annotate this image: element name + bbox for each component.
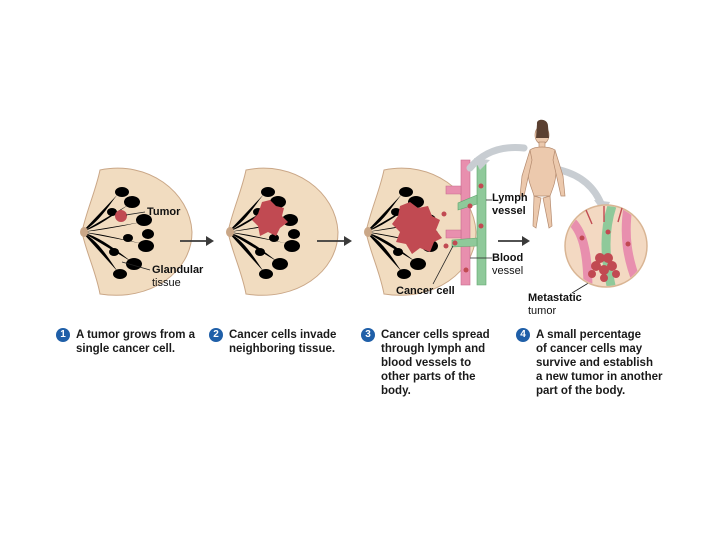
arrow-2-to-3 bbox=[317, 236, 352, 246]
label-cancer-cell: Cancer cell bbox=[396, 285, 455, 297]
step-2-line: neighboring tissue. bbox=[229, 343, 336, 355]
step-1-text: A tumor grows from a single cancer cell. bbox=[76, 328, 226, 356]
leader-cancer-cell bbox=[432, 245, 454, 285]
step-3-line: body. bbox=[381, 385, 411, 397]
tumor-spreading bbox=[392, 202, 449, 254]
step-4-badge: 4 bbox=[516, 328, 530, 342]
step-3-line: other parts of the bbox=[381, 371, 476, 383]
step-2-line: Cancer cells invade bbox=[229, 329, 337, 341]
step-2-badge: 2 bbox=[209, 328, 223, 342]
step-1-badge: 1 bbox=[56, 328, 70, 342]
breast-1 bbox=[80, 167, 193, 296]
step-3-line: through lymph and bbox=[381, 343, 486, 355]
step-3-line: blood vessels to bbox=[381, 357, 472, 369]
step-1-line: A tumor grows from a bbox=[76, 329, 196, 341]
label-glandular-tissue: Glandular tissue bbox=[152, 264, 203, 290]
step-3-text: Cancer cells spread through lymph and bl… bbox=[381, 328, 531, 398]
arrow-1-to-2 bbox=[180, 236, 214, 246]
curved-arrow-to-body bbox=[466, 144, 528, 172]
label-blood-line1: Blood bbox=[492, 252, 524, 264]
label-metastatic-line2: tumor bbox=[528, 305, 557, 317]
label-metastatic-tumor: Metastatic tumor bbox=[528, 292, 582, 318]
metastasis-magnified bbox=[564, 204, 648, 288]
step-3-line: Cancer cells spread bbox=[381, 329, 490, 341]
tumor-small bbox=[115, 210, 127, 222]
breast-2 bbox=[226, 167, 339, 296]
leader-glandular bbox=[121, 261, 151, 271]
lymph-vessel bbox=[451, 159, 487, 286]
label-lymph-line1: Lymph bbox=[492, 192, 528, 204]
label-lymph-line2: vessel bbox=[492, 205, 526, 217]
breast-3 bbox=[364, 167, 477, 296]
step-4-line: part of the body. bbox=[536, 385, 626, 397]
arrow-3-to-4 bbox=[498, 236, 530, 246]
step-4-line: survive and establish bbox=[536, 357, 653, 369]
label-glandular-line2: tissue bbox=[152, 277, 181, 289]
step-4-line: a new tumor in another bbox=[536, 371, 663, 383]
step-4-line: of cancer cells may bbox=[536, 343, 643, 355]
label-tumor: Tumor bbox=[147, 206, 181, 218]
step-4-line: A small percentage bbox=[536, 329, 642, 341]
label-blood-vessel: Blood vessel bbox=[492, 252, 523, 278]
tumor-invading bbox=[252, 200, 288, 236]
blood-vessel bbox=[445, 159, 471, 286]
label-glandular-line1: Glandular bbox=[152, 264, 204, 276]
human-figure bbox=[519, 119, 566, 229]
label-metastatic-line1: Metastatic bbox=[528, 292, 582, 304]
label-blood-line2: vessel bbox=[492, 265, 524, 277]
step-2-text: Cancer cells invade neighboring tissue. bbox=[229, 328, 379, 356]
metastatic-tumor-mass bbox=[588, 253, 620, 282]
step-1-line: single cancer cell. bbox=[76, 343, 176, 355]
step-3-badge: 3 bbox=[361, 328, 375, 342]
label-lymph-vessel: Lymph vessel bbox=[492, 192, 528, 218]
step-4-text: A small percentage of cancer cells may s… bbox=[536, 328, 686, 398]
leader-tumor bbox=[125, 211, 146, 216]
